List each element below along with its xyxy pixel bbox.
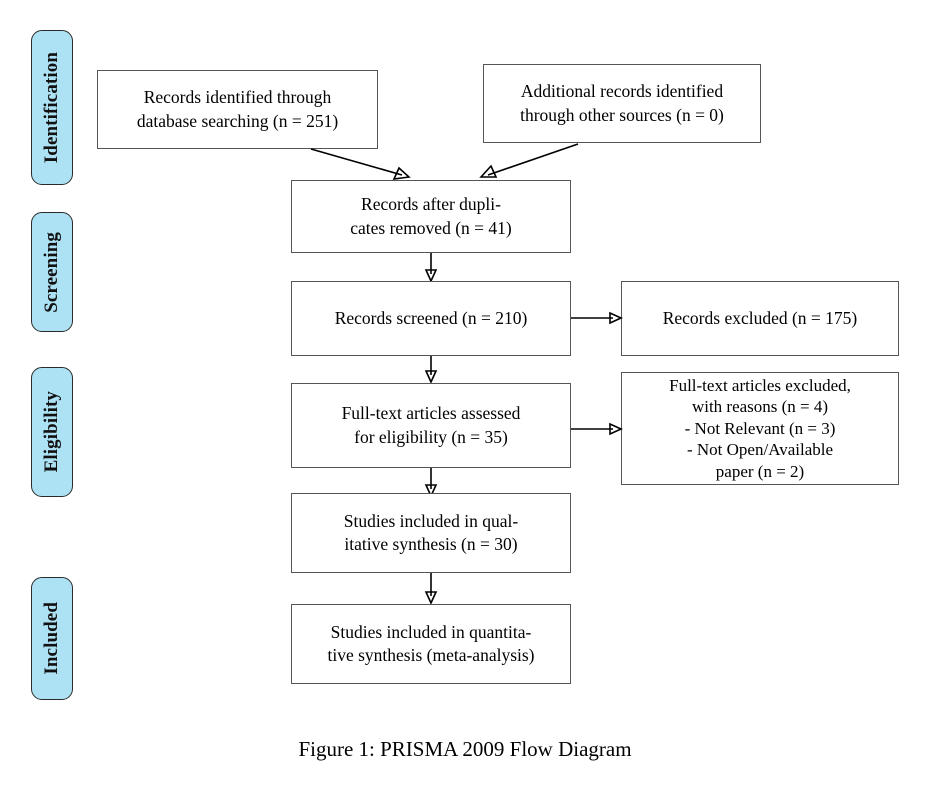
phase-label-included: Included bbox=[41, 602, 62, 675]
phase-box-included: Included bbox=[31, 577, 73, 700]
box-fulltext-excluded-text: Full-text articles excluded, with reason… bbox=[669, 375, 851, 481]
connector-additional-to-duplicates bbox=[479, 143, 579, 178]
phase-label-eligibility: Eligibility bbox=[41, 391, 62, 473]
box-quantitative-synthesis: Studies included in quantita- tive synth… bbox=[291, 604, 571, 684]
box-records-screened: Records screened (n = 210) bbox=[291, 281, 571, 356]
box-fulltext-excluded: Full-text articles excluded, with reason… bbox=[621, 372, 899, 485]
box-records-screened-text: Records screened (n = 210) bbox=[334, 307, 528, 328]
phase-box-identification: Identification bbox=[31, 30, 73, 185]
box-qualitative-synthesis-text: Studies included in qual- itative synthe… bbox=[343, 510, 519, 554]
connector-screened-to-fulltext bbox=[424, 356, 438, 384]
box-duplicates-removed-text: Records after dupli- cates removed (n = … bbox=[350, 194, 512, 238]
phase-label-screening: Screening bbox=[41, 231, 62, 313]
box-fulltext-assessed-text: Full-text articles assessed for eligibil… bbox=[341, 403, 521, 447]
box-additional-records: Additional records identified through ot… bbox=[483, 64, 761, 143]
box-records-excluded: Records excluded (n = 175) bbox=[621, 281, 899, 356]
figure-caption: Figure 1: PRISMA 2009 Flow Diagram bbox=[298, 737, 632, 761]
box-duplicates-removed: Records after dupli- cates removed (n = … bbox=[291, 180, 571, 253]
box-records-excluded-text: Records excluded (n = 175) bbox=[662, 307, 858, 328]
phase-box-screening: Screening bbox=[31, 212, 73, 332]
connector-screened-to-excluded bbox=[571, 311, 623, 325]
box-records-identified: Records identified through database sear… bbox=[97, 70, 378, 149]
connector-fulltext-to-qualitative bbox=[424, 468, 438, 498]
box-qualitative-synthesis: Studies included in qual- itative synthe… bbox=[291, 493, 571, 573]
connector-duplicates-to-screened bbox=[424, 253, 438, 283]
box-records-identified-text: Records identified through database sear… bbox=[136, 87, 339, 131]
box-additional-records-text: Additional records identified through ot… bbox=[520, 81, 724, 125]
box-fulltext-assessed: Full-text articles assessed for eligibil… bbox=[291, 383, 571, 468]
connector-identified-to-duplicates bbox=[310, 148, 411, 180]
phase-label-identification: Identification bbox=[41, 51, 62, 164]
box-quantitative-synthesis-text: Studies included in quantita- tive synth… bbox=[327, 621, 535, 665]
phase-box-eligibility: Eligibility bbox=[31, 367, 73, 497]
connector-fulltext-to-excluded bbox=[571, 422, 623, 436]
connector-qualitative-to-quantitative bbox=[424, 573, 438, 605]
